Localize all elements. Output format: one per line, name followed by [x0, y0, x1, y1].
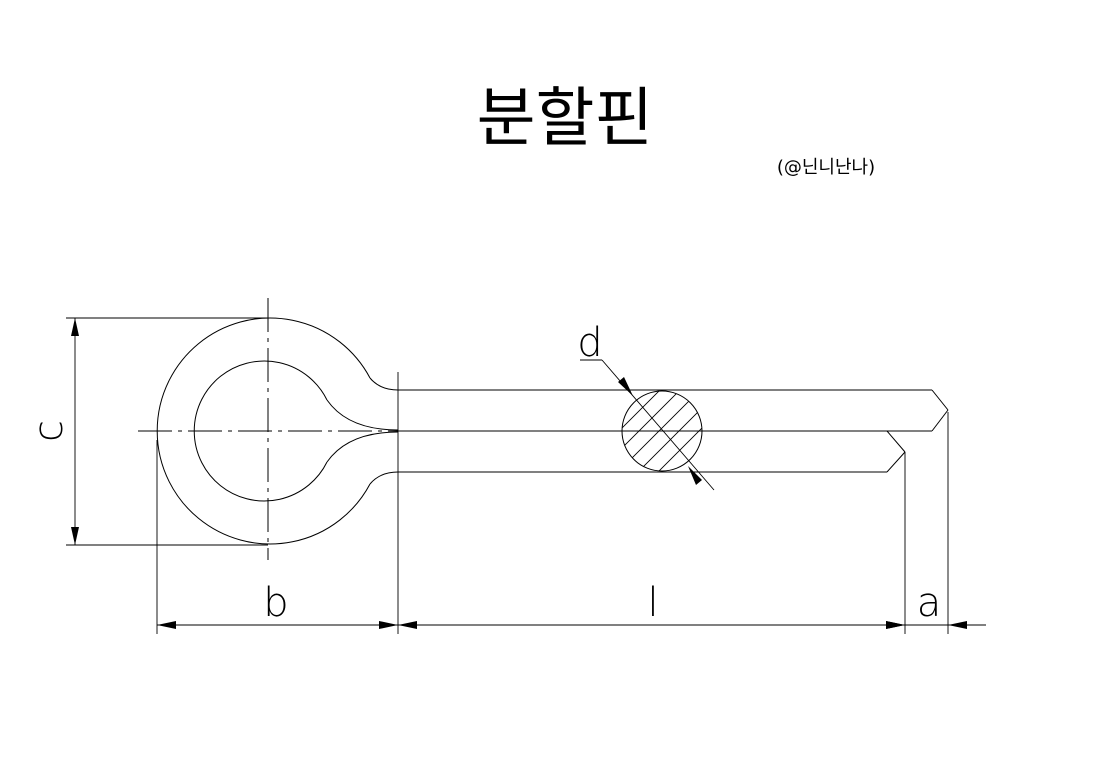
dimension-label-a: a — [917, 580, 942, 626]
dimension-label-b: b — [263, 580, 288, 626]
center-lines — [138, 298, 398, 560]
dimension-a: a — [886, 412, 986, 634]
dimension-c: c — [26, 317, 268, 546]
dimension-d: d — [577, 320, 715, 491]
author-credit: (@닌니난나) — [777, 157, 875, 178]
dimension-l: l — [398, 452, 906, 634]
dimension-label-c: c — [26, 420, 72, 442]
pin-shank — [398, 389, 949, 473]
cross-section — [621, 390, 703, 472]
dimension-b: b — [156, 372, 399, 634]
dimension-label-d: d — [577, 320, 602, 366]
dimension-label-l: l — [647, 580, 658, 626]
page-title: 분할핀 — [477, 82, 654, 156]
